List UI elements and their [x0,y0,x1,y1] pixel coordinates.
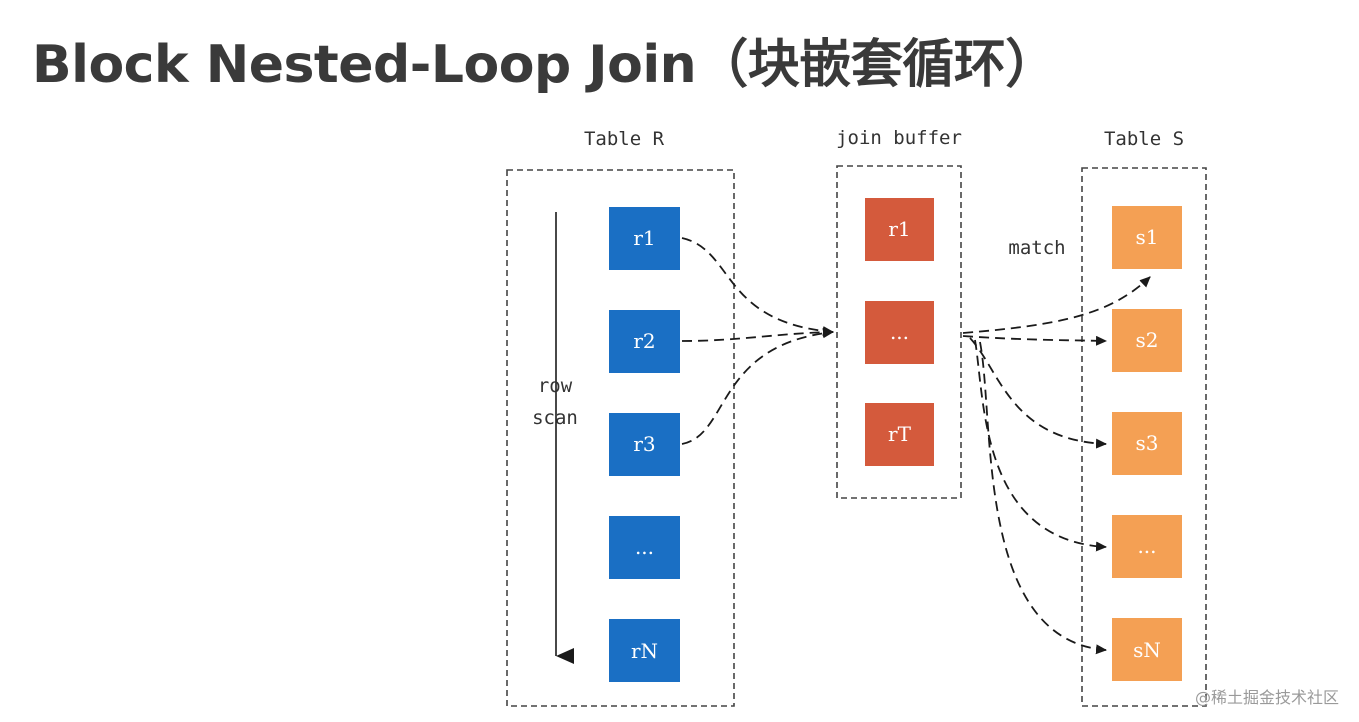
flow-r3-to-buffer [681,328,834,445]
table-r-frame [506,169,735,707]
flow-buffer-to-s3 [969,337,1107,449]
table-s-cell: ... [1112,515,1182,578]
table-r-cell: ... [609,516,680,579]
table-s-cell: s2 [1112,309,1182,372]
page-title: Block Nested-Loop Join（块嵌套循环） [32,35,1057,95]
table-s-cell-label: s3 [1136,431,1159,455]
table-r-cell-label: r1 [633,226,655,250]
table-r-label: Table R [584,128,665,150]
table-r-cell: r3 [609,413,680,476]
table-s-cell: sN [1112,618,1182,681]
flow-buffer-to-sN [979,341,1107,655]
table-s-cell-label: s1 [1136,225,1159,249]
join-buffer-cell: rT [865,403,934,466]
table-r-cell-label: r2 [633,329,655,353]
table-s-cell-label: sN [1133,638,1161,662]
table-r-cell-label: ... [635,535,654,559]
flow-r1-to-buffer [681,237,834,337]
table-s-cell: s3 [1112,412,1182,475]
join-buffer-cell: ... [865,301,934,364]
table-r-cell: r2 [609,310,680,373]
table-s-frame [1081,167,1207,707]
join-buffer-cell-label: rT [888,422,912,446]
match-label: match [1008,237,1065,259]
row-scan-label-line1: row [538,375,573,397]
join-buffer-cell: r1 [865,198,934,261]
join-buffer-frame [836,165,962,499]
join-buffer-cell-label: ... [890,320,909,344]
table-r-cell-label: rN [631,639,658,663]
row-scan-label-line2: scan [532,407,578,429]
table-s-cell-label: s2 [1136,328,1159,352]
table-s-cell-label: ... [1137,534,1156,558]
table-s-label: Table S [1104,128,1184,150]
table-r-cell: r1 [609,207,680,270]
flow-buffer-to-s-dots [974,339,1107,552]
table-r-cell-label: r3 [633,432,655,456]
watermark: @稀土掘金技术社区 [1194,688,1339,707]
table-s-cell: s1 [1112,206,1182,269]
table-r-cell: rN [609,619,680,682]
flow-r2-to-buffer [681,327,834,342]
join-buffer-cell-label: r1 [888,217,910,241]
flow-buffer-to-s2 [962,335,1107,346]
join-buffer-label: join buffer [836,127,962,149]
flow-buffer-to-s1 [962,276,1151,334]
